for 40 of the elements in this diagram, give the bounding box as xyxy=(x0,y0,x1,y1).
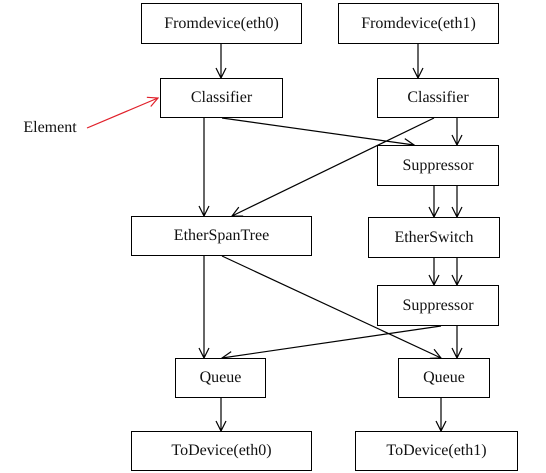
process-box xyxy=(377,285,499,326)
arrow xyxy=(451,326,463,359)
process-box xyxy=(377,78,499,118)
process-box xyxy=(398,358,490,398)
process-box xyxy=(368,217,500,258)
box-label: ToDevice(eth0) xyxy=(171,442,272,460)
box-label: Classifier xyxy=(407,89,469,107)
arrow xyxy=(428,186,440,218)
process-box xyxy=(175,358,266,398)
arrow xyxy=(412,44,424,79)
process-box xyxy=(141,3,302,44)
box-label: EtherSpanTree xyxy=(174,227,270,245)
box-label: Classifier xyxy=(190,89,252,107)
arrow xyxy=(198,256,210,359)
box-label: Suppressor xyxy=(402,156,474,174)
box-label: ToDevice(eth1) xyxy=(386,442,487,460)
arrow xyxy=(215,44,227,79)
arrow xyxy=(451,258,463,286)
box-label: Fromdevice(eth0) xyxy=(164,14,279,32)
box-label: Fromdevice(eth1) xyxy=(361,14,476,32)
arrow xyxy=(435,398,447,432)
box-label: Queue xyxy=(200,369,242,387)
arrow xyxy=(198,118,210,217)
callout-label: Element xyxy=(23,119,77,137)
process-box xyxy=(160,78,283,118)
arrow xyxy=(222,255,442,359)
arrow xyxy=(231,117,434,217)
process-box xyxy=(338,3,499,44)
box-label: Queue xyxy=(423,369,465,387)
arrow xyxy=(451,186,463,218)
box-label: Suppressor xyxy=(402,296,474,314)
process-box xyxy=(355,431,518,471)
arrow xyxy=(215,398,227,432)
process-box xyxy=(131,431,312,471)
process-box xyxy=(377,145,499,186)
arrow xyxy=(451,118,463,146)
process-box xyxy=(131,216,312,256)
arrow xyxy=(86,96,159,129)
arrow xyxy=(428,258,440,286)
box-label: EtherSwitch xyxy=(394,228,474,246)
